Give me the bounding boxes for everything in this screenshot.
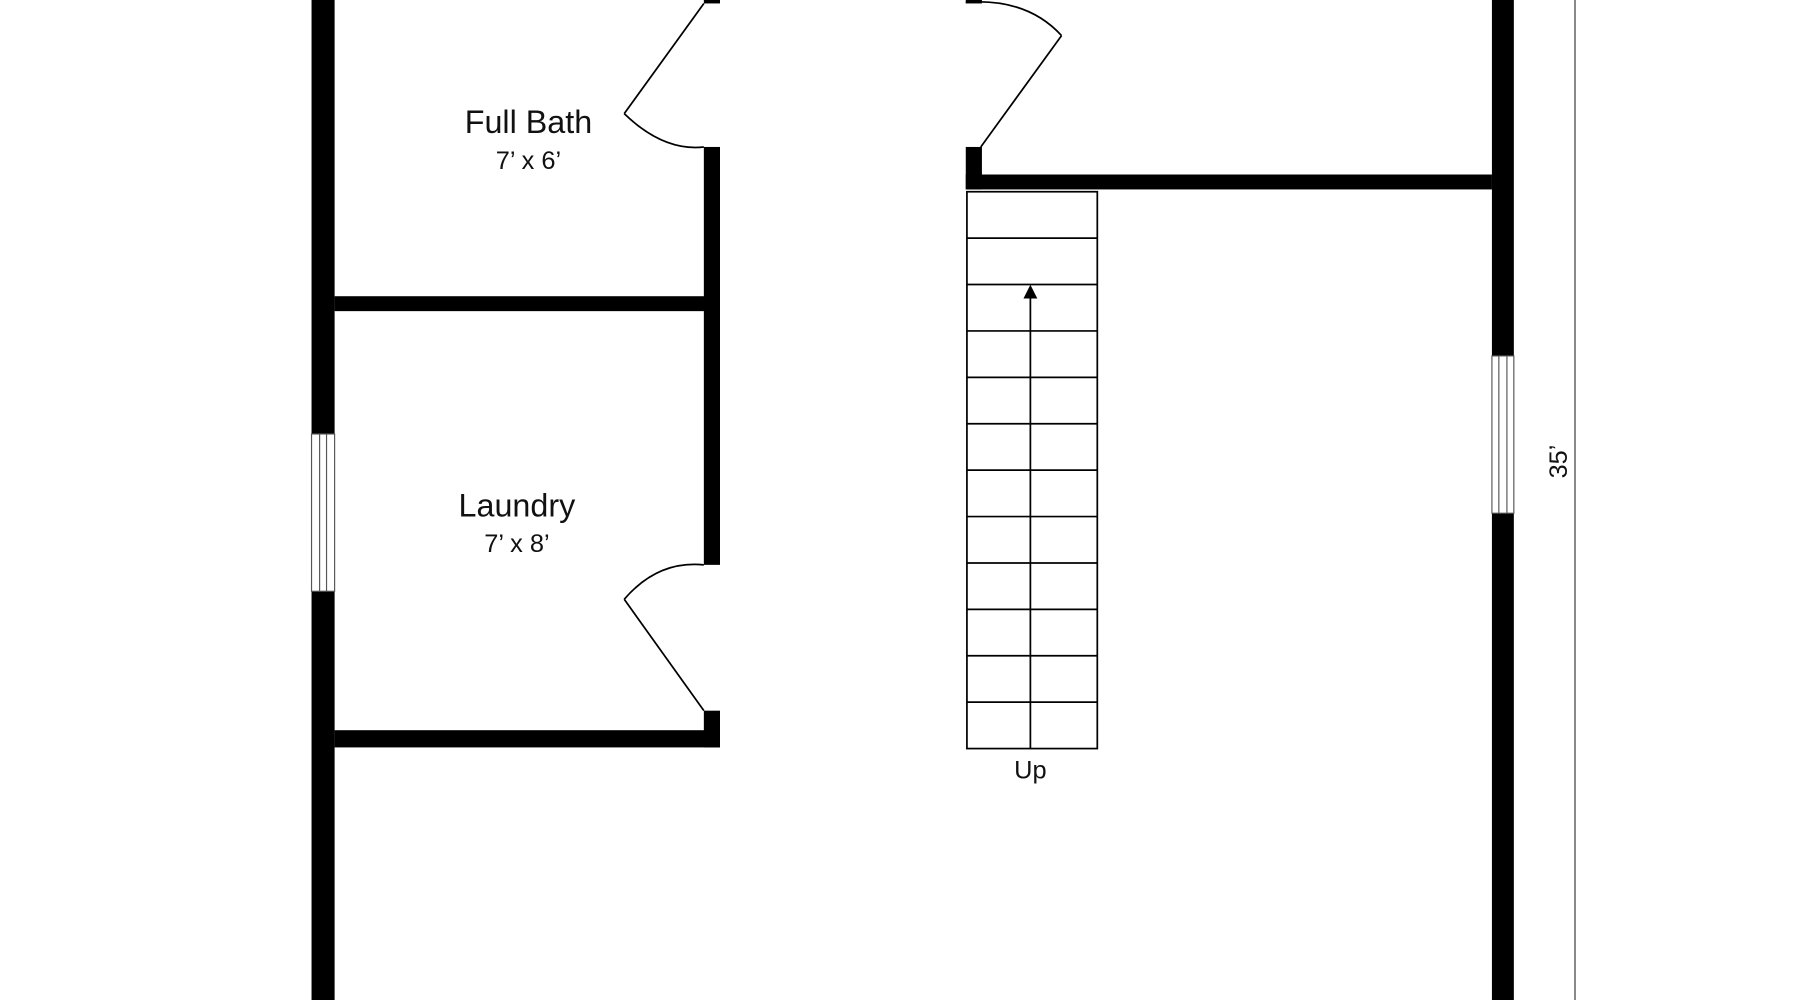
bath-door[interactable] [623, 2, 705, 149]
room-size-laundry: 7’ x 8’ [484, 530, 549, 558]
room-size-full-bath: 7’ x 6’ [496, 147, 561, 175]
upper-room-bottom-wall [965, 174, 1492, 190]
left-window [310, 433, 336, 592]
right-window [1491, 355, 1515, 514]
laundry-door-stub [703, 710, 720, 748]
dimension-label: 35’ [1545, 445, 1573, 479]
arrow-up-icon [1023, 284, 1038, 299]
upper-room-door[interactable] [965, 0, 1063, 148]
staircase [966, 190, 1099, 750]
laundry-door[interactable] [623, 563, 705, 712]
bath-laundry-wall [334, 296, 720, 312]
stairs-label: Up [1014, 756, 1046, 784]
bath-top-stub [703, 0, 720, 4]
bath-right-wall [703, 146, 720, 565]
laundry-bottom-wall [334, 730, 720, 748]
room-name-laundry: Laundry [459, 488, 577, 524]
room-name-full-bath: Full Bath [465, 104, 592, 140]
